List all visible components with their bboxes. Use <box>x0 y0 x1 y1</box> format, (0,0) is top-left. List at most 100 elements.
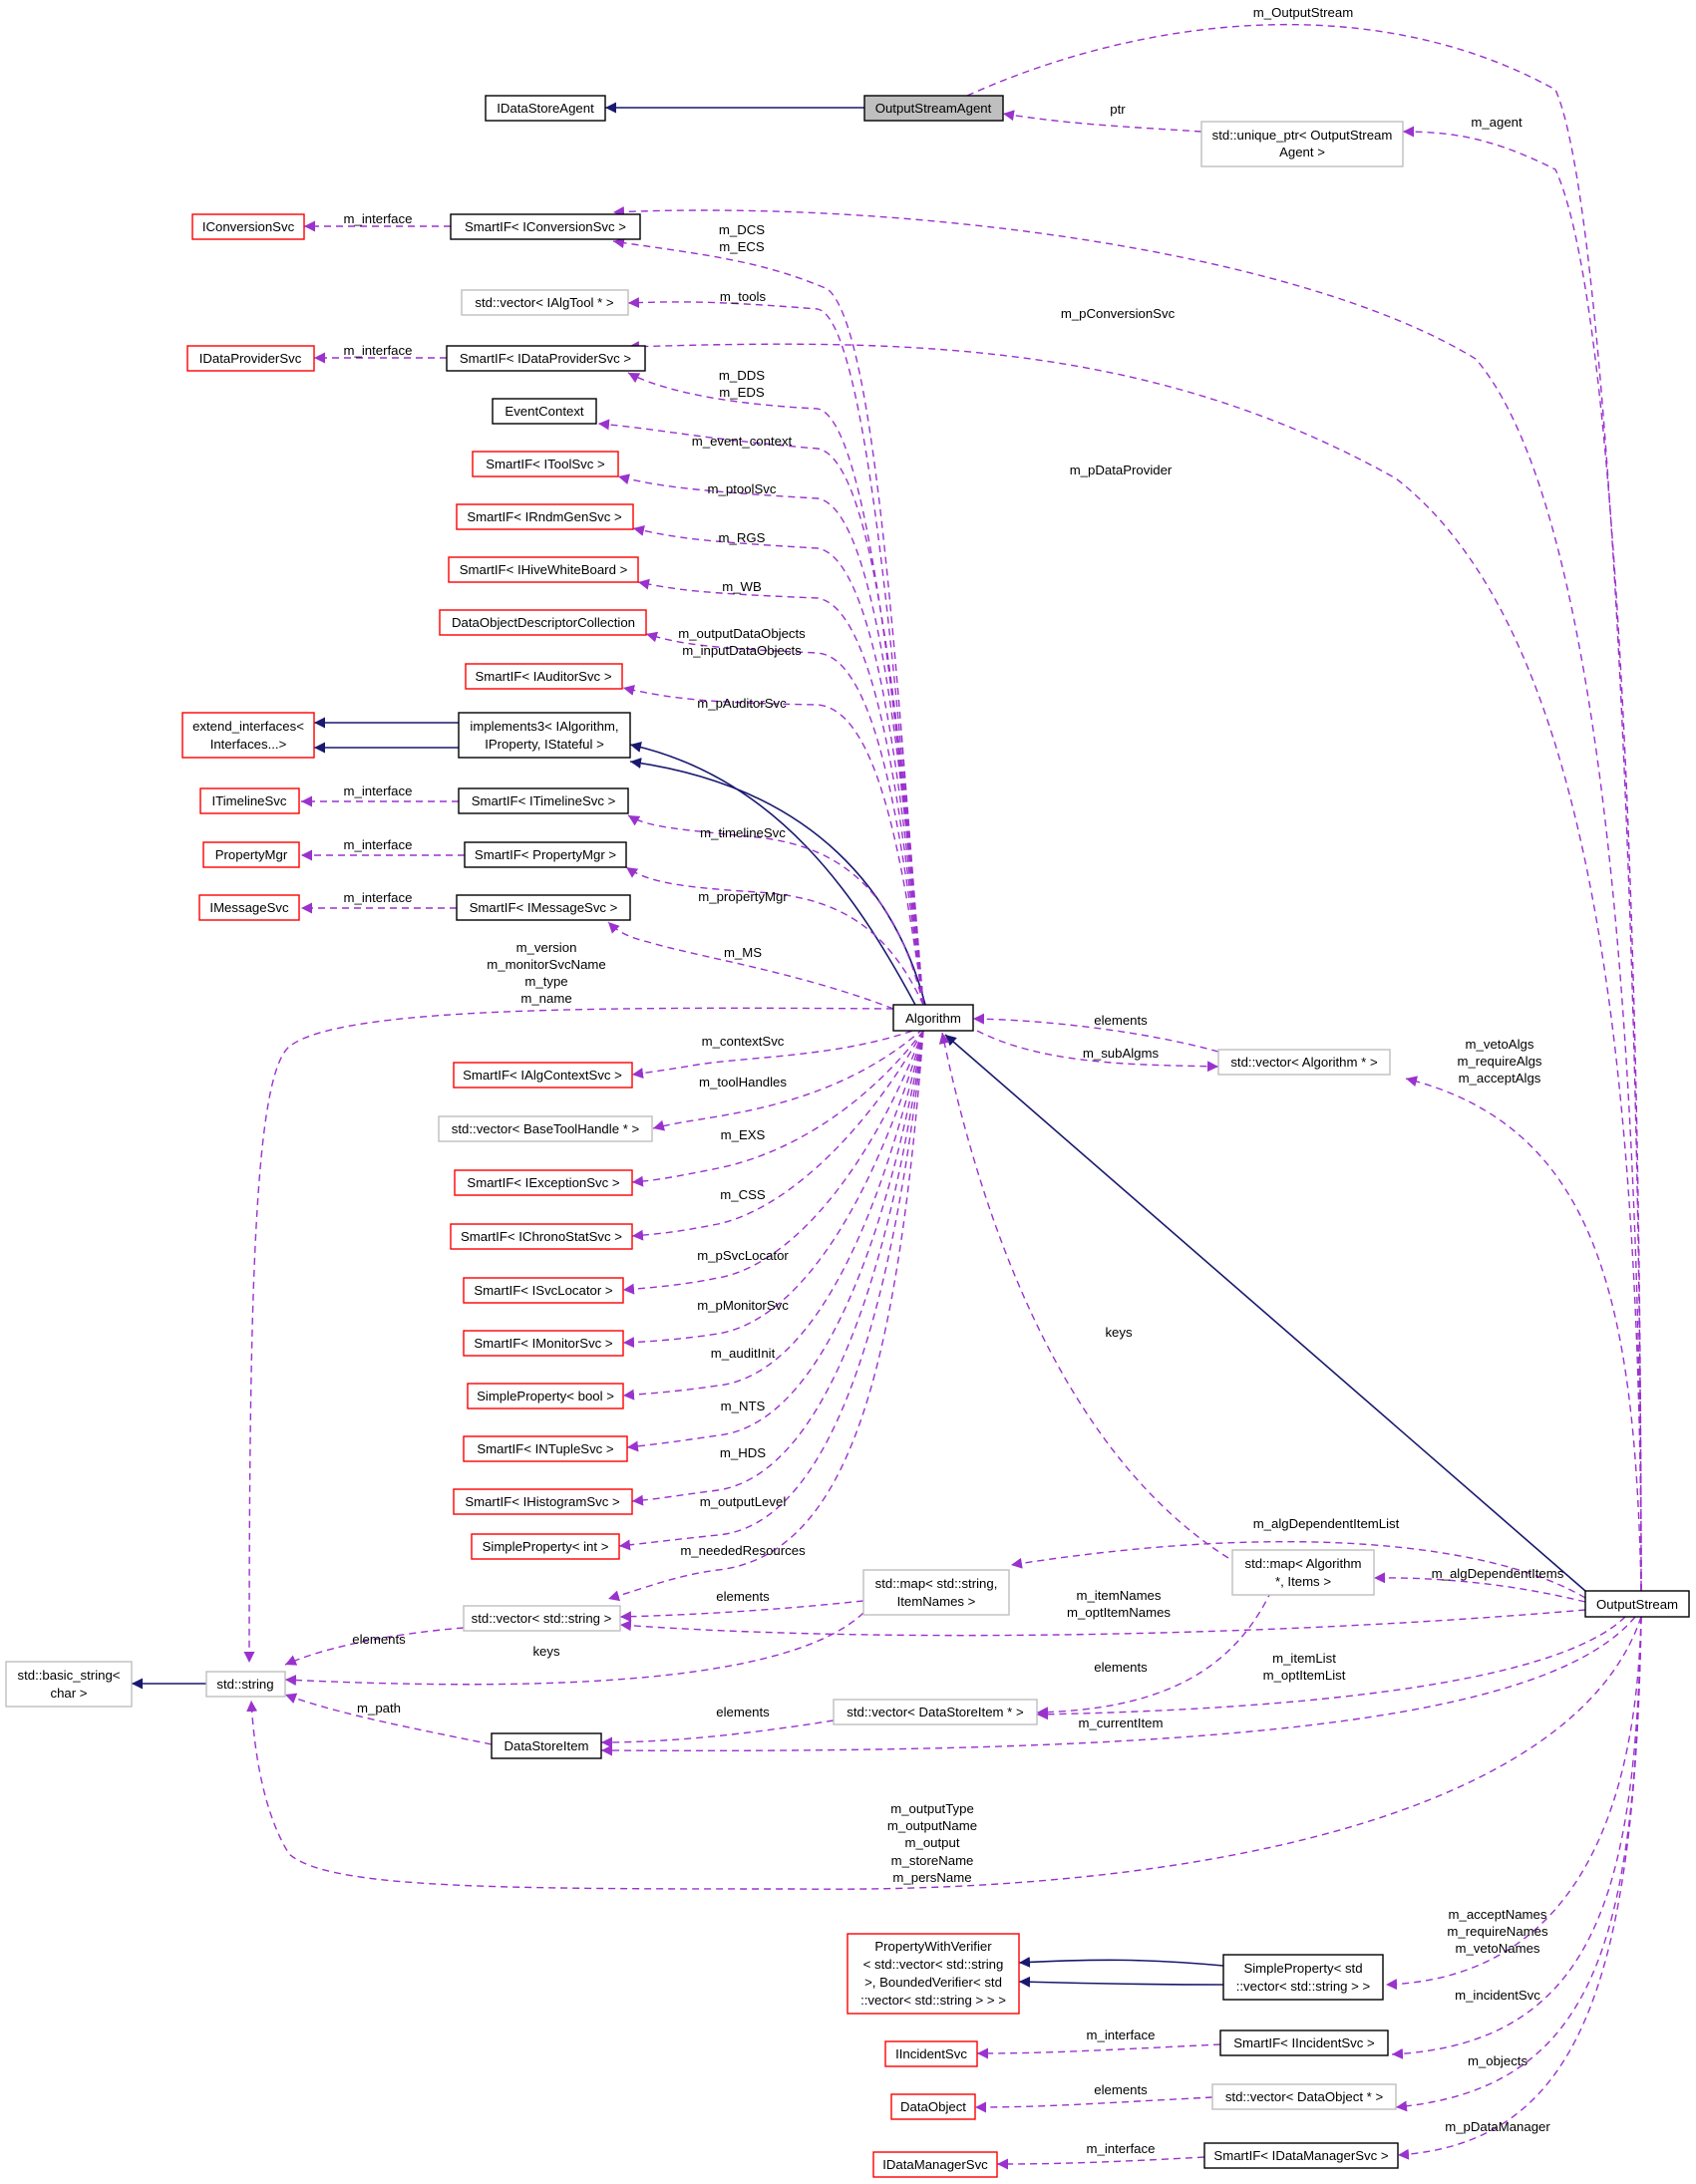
node-smartif-idataprovider[interactable]: SmartIF< IDataProviderSvc > <box>446 345 646 372</box>
edge-label-m-itemnames: m_itemNames <box>1076 1588 1161 1603</box>
edge-incidentsvc <box>1391 1616 1642 2059</box>
node-property-with-verifier[interactable]: PropertyWithVerifier < std::vector< std:… <box>847 1933 1020 2015</box>
node-std-string[interactable]: std::string <box>205 1671 286 1698</box>
node-smartif-idatamanager[interactable]: SmartIF< IDataManagerSvc > <box>1203 2142 1399 2169</box>
node-smartif-iconversion[interactable]: SmartIF< IConversionSvc > <box>450 213 641 240</box>
edge-current-item <box>600 1616 1636 1756</box>
edge-m-subalgms <box>976 1030 1219 1073</box>
node-basic-string[interactable]: std::basic_string< char > <box>5 1661 133 1708</box>
node-iincident-svc[interactable]: IIncidentSvc <box>884 2040 978 2067</box>
edge-keys-mid <box>938 1032 1229 1559</box>
edge-objects <box>1395 1616 1642 2112</box>
node-map-algorithm-items[interactable]: std::map< Algorithm *, Items > <box>1231 1549 1375 1596</box>
edge-event-context <box>597 419 924 1006</box>
node-simpleprop-vector-string[interactable]: SimpleProperty< std ::vector< std::strin… <box>1222 1954 1384 2001</box>
edge-label-eds: m_EDS <box>719 385 765 400</box>
node-property-with-verifier-label-2: < std::vector< std::string <box>863 1957 1004 1972</box>
node-extend-interfaces[interactable]: extend_interfaces< Interfaces...> <box>181 712 315 759</box>
node-simpleprop-int[interactable]: SimpleProperty< int > <box>471 1533 620 1560</box>
node-simpleprop-vector-string-label-2: ::vector< std::string > > <box>1236 1979 1371 1994</box>
node-output-stream-agent-label: OutputStreamAgent <box>875 101 992 116</box>
node-smartif-iauditor[interactable]: SmartIF< IAuditorSvc > <box>465 663 623 690</box>
node-dodc[interactable]: DataObjectDescriptorCollection <box>439 609 647 636</box>
node-smartif-imonitor[interactable]: SmartIF< IMonitorSvc > <box>463 1330 624 1357</box>
edge-label-interface-propmgr: m_interface <box>344 837 413 852</box>
node-vector-basetoolhandle[interactable]: std::vector< BaseToolHandle * > <box>438 1115 653 1142</box>
node-vector-ialgtool[interactable]: std::vector< IAlgTool * > <box>461 289 629 316</box>
edge-pdatamanager <box>1397 1616 1642 2160</box>
node-simpleprop-bool-label: SimpleProperty< bool > <box>477 1389 614 1404</box>
node-output-stream[interactable]: OutputStream <box>1584 1590 1690 1618</box>
edge-outputlevel <box>618 1030 924 1551</box>
node-simpleprop-bool[interactable]: SimpleProperty< bool > <box>467 1383 624 1409</box>
node-implements3[interactable]: implements3< IAlgorithm, IProperty, ISta… <box>458 712 631 759</box>
node-unique-ptr[interactable]: std::unique_ptr< OutputStream Agent > <box>1200 121 1404 167</box>
node-smartif-isvclocator[interactable]: SmartIF< ISvcLocator > <box>463 1277 624 1304</box>
node-smartif-itimeline-label: SmartIF< ITimelineSvc > <box>472 793 616 808</box>
node-basic-string-label-1: std::basic_string< <box>18 1668 121 1683</box>
node-implements3-label-2: IProperty, IStateful > <box>485 737 604 752</box>
node-smartif-imessage[interactable]: SmartIF< IMessageSvc > <box>456 894 631 921</box>
node-imessage-svc[interactable]: IMessageSvc <box>198 894 300 921</box>
edge-pauditorsvc <box>622 685 924 1006</box>
node-map-string-itemnames-label-2: ItemNames > <box>897 1594 976 1609</box>
node-extend-interfaces-label-1: extend_interfaces< <box>192 719 304 734</box>
edge-label-alg-dependent-items: m_algDependentItems <box>1432 1566 1564 1581</box>
edge-ptoolsvc <box>617 473 924 1006</box>
node-algorithm[interactable]: Algorithm <box>892 1004 974 1032</box>
node-idatamanager-svc[interactable]: IDataManagerSvc <box>872 2151 998 2178</box>
node-output-stream-label: OutputStream <box>1596 1597 1678 1612</box>
edge-label-rgs: m_RGS <box>719 530 766 545</box>
node-smartif-ihistogram[interactable]: SmartIF< IHistogramSvc > <box>453 1488 633 1515</box>
edge-output-persname <box>246 1616 1642 1890</box>
edge-label-interface-timeline: m_interface <box>344 783 413 798</box>
node-property-mgr-label: PropertyMgr <box>215 847 288 862</box>
edge-dcs-ecs <box>612 237 924 1006</box>
node-smartif-ihive[interactable]: SmartIF< IHiveWhiteBoard > <box>448 556 639 583</box>
edge-label-m-monitorsvcname: m_monitorSvcName <box>487 957 605 972</box>
node-smartif-irndm[interactable]: SmartIF< IRndmGenSvc > <box>456 503 634 530</box>
node-smartif-iexception-label: SmartIF< IExceptionSvc > <box>467 1175 619 1190</box>
node-iconversion-svc[interactable]: IConversionSvc <box>191 213 305 240</box>
node-idata-store-agent[interactable]: IDataStoreAgent <box>485 95 606 122</box>
node-smartif-ichrono[interactable]: SmartIF< IChronoStatSvc > <box>450 1223 633 1250</box>
node-smartif-itoolsvc[interactable]: SmartIF< IToolSvc > <box>472 451 619 477</box>
node-property-mgr[interactable]: PropertyMgr <box>202 841 300 868</box>
edge-elements-dataobj <box>974 2096 1213 2113</box>
node-vector-datastoreitem[interactable]: std::vector< DataStoreItem * > <box>833 1699 1038 1725</box>
node-data-store-item[interactable]: DataStoreItem <box>491 1732 602 1759</box>
edge-label-interface-datamgr: m_interface <box>1087 2141 1156 2156</box>
node-vector-string[interactable]: std::vector< std::string > <box>463 1605 621 1632</box>
node-smartif-iauditor-label: SmartIF< IAuditorSvc > <box>475 669 611 684</box>
edge-label-output-data-objects: m_outputDataObjects <box>678 626 806 641</box>
node-iincident-svc-label: IIncidentSvc <box>895 2046 967 2061</box>
edge-keys-bottom <box>284 1612 864 1687</box>
node-idataprovider-svc[interactable]: IDataProviderSvc <box>186 345 315 372</box>
edge-incident-interface <box>976 2043 1221 2059</box>
node-dodc-label: DataObjectDescriptorCollection <box>452 615 635 630</box>
node-vector-algorithm[interactable]: std::vector< Algorithm * > <box>1217 1049 1391 1076</box>
node-output-stream-agent[interactable]: OutputStreamAgent <box>863 95 1004 122</box>
node-vector-dataobject[interactable]: std::vector< DataObject * > <box>1211 2083 1397 2110</box>
node-data-object[interactable]: DataObject <box>890 2093 976 2120</box>
edge-contextsvc <box>631 1026 924 1080</box>
node-smartif-iexception[interactable]: SmartIF< IExceptionSvc > <box>454 1169 633 1196</box>
node-simpleprop-int-label: SimpleProperty< int > <box>483 1539 609 1554</box>
node-smartif-imonitor-label: SmartIF< IMonitorSvc > <box>474 1336 613 1351</box>
node-smartif-itimeline[interactable]: SmartIF< ITimelineSvc > <box>458 787 629 814</box>
edge-dds-eds <box>627 372 924 1006</box>
edge-label-pmonitorsvc: m_pMonitorSvc <box>697 1298 789 1313</box>
edge-elements-alg <box>972 1013 1219 1053</box>
node-smartif-iincident[interactable]: SmartIF< IIncidentSvc > <box>1219 2029 1389 2056</box>
node-itimeline-svc[interactable]: ITimelineSvc <box>199 787 300 814</box>
node-smartif-intuple[interactable]: SmartIF< INTupleSvc > <box>463 1435 628 1462</box>
node-event-context[interactable]: EventContext <box>492 398 597 425</box>
edge-label-m-output: m_output <box>905 1835 960 1850</box>
node-smartif-propertymgr[interactable]: SmartIF< PropertyMgr > <box>464 841 627 868</box>
node-map-string-itemnames[interactable]: std::map< std::string, ItemNames > <box>862 1569 1010 1616</box>
node-map-string-itemnames-label-1: std::map< std::string, <box>875 1576 998 1591</box>
edge-psvclocator <box>622 1030 924 1295</box>
edge-datamgr-interface <box>996 2156 1205 2170</box>
edge-alg-dependent-items <box>1373 1572 1586 1603</box>
node-smartif-ialgcontext[interactable]: SmartIF< IAlgContextSvc > <box>453 1062 633 1089</box>
